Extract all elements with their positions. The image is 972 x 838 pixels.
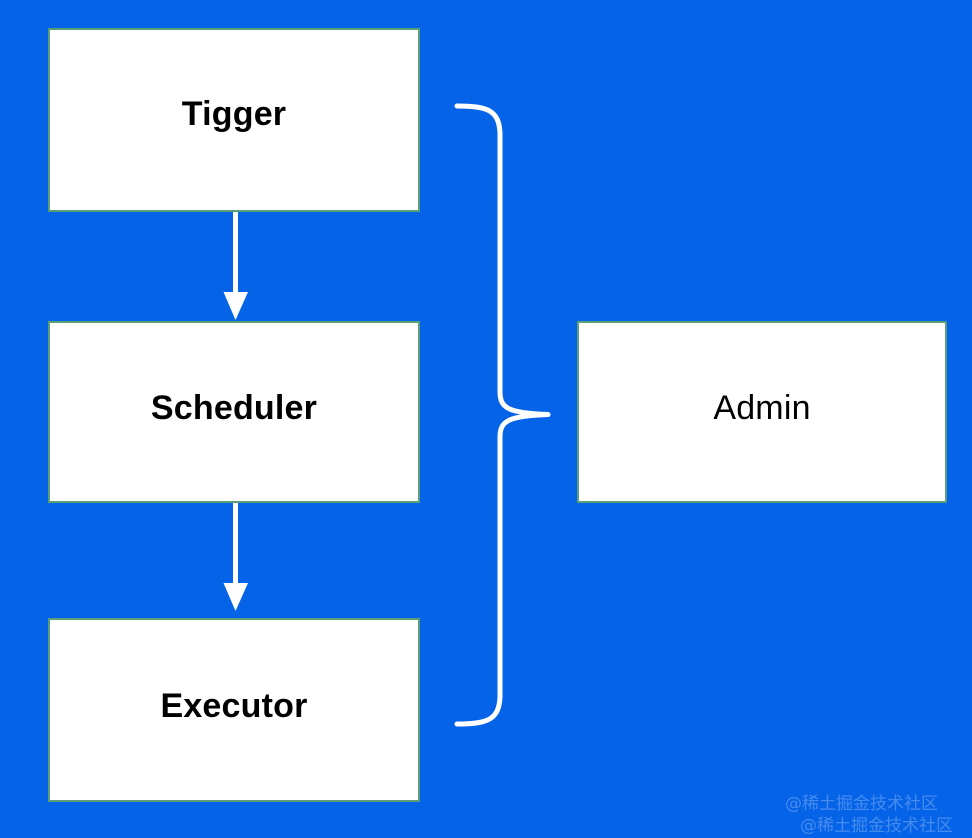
node-admin-label: Admin [713, 389, 811, 427]
node-executor-label: Executor [160, 687, 308, 725]
node-trigger[interactable]: Tigger [48, 28, 420, 212]
node-scheduler-label: Scheduler [150, 389, 318, 427]
arrow-trigger-to-scheduler [223, 210, 248, 320]
node-scheduler[interactable]: Scheduler [48, 321, 420, 503]
node-trigger-label: Tigger [181, 95, 287, 133]
arrow-scheduler-to-executor [223, 501, 248, 611]
brace-group-to-admin [454, 103, 551, 727]
watermark-line-2: @稀土掘金技术社区 [800, 816, 953, 836]
node-admin[interactable]: Admin [577, 321, 947, 503]
watermark-line-1: @稀土掘金技术社区 [785, 794, 938, 814]
node-executor[interactable]: Executor [48, 618, 420, 802]
